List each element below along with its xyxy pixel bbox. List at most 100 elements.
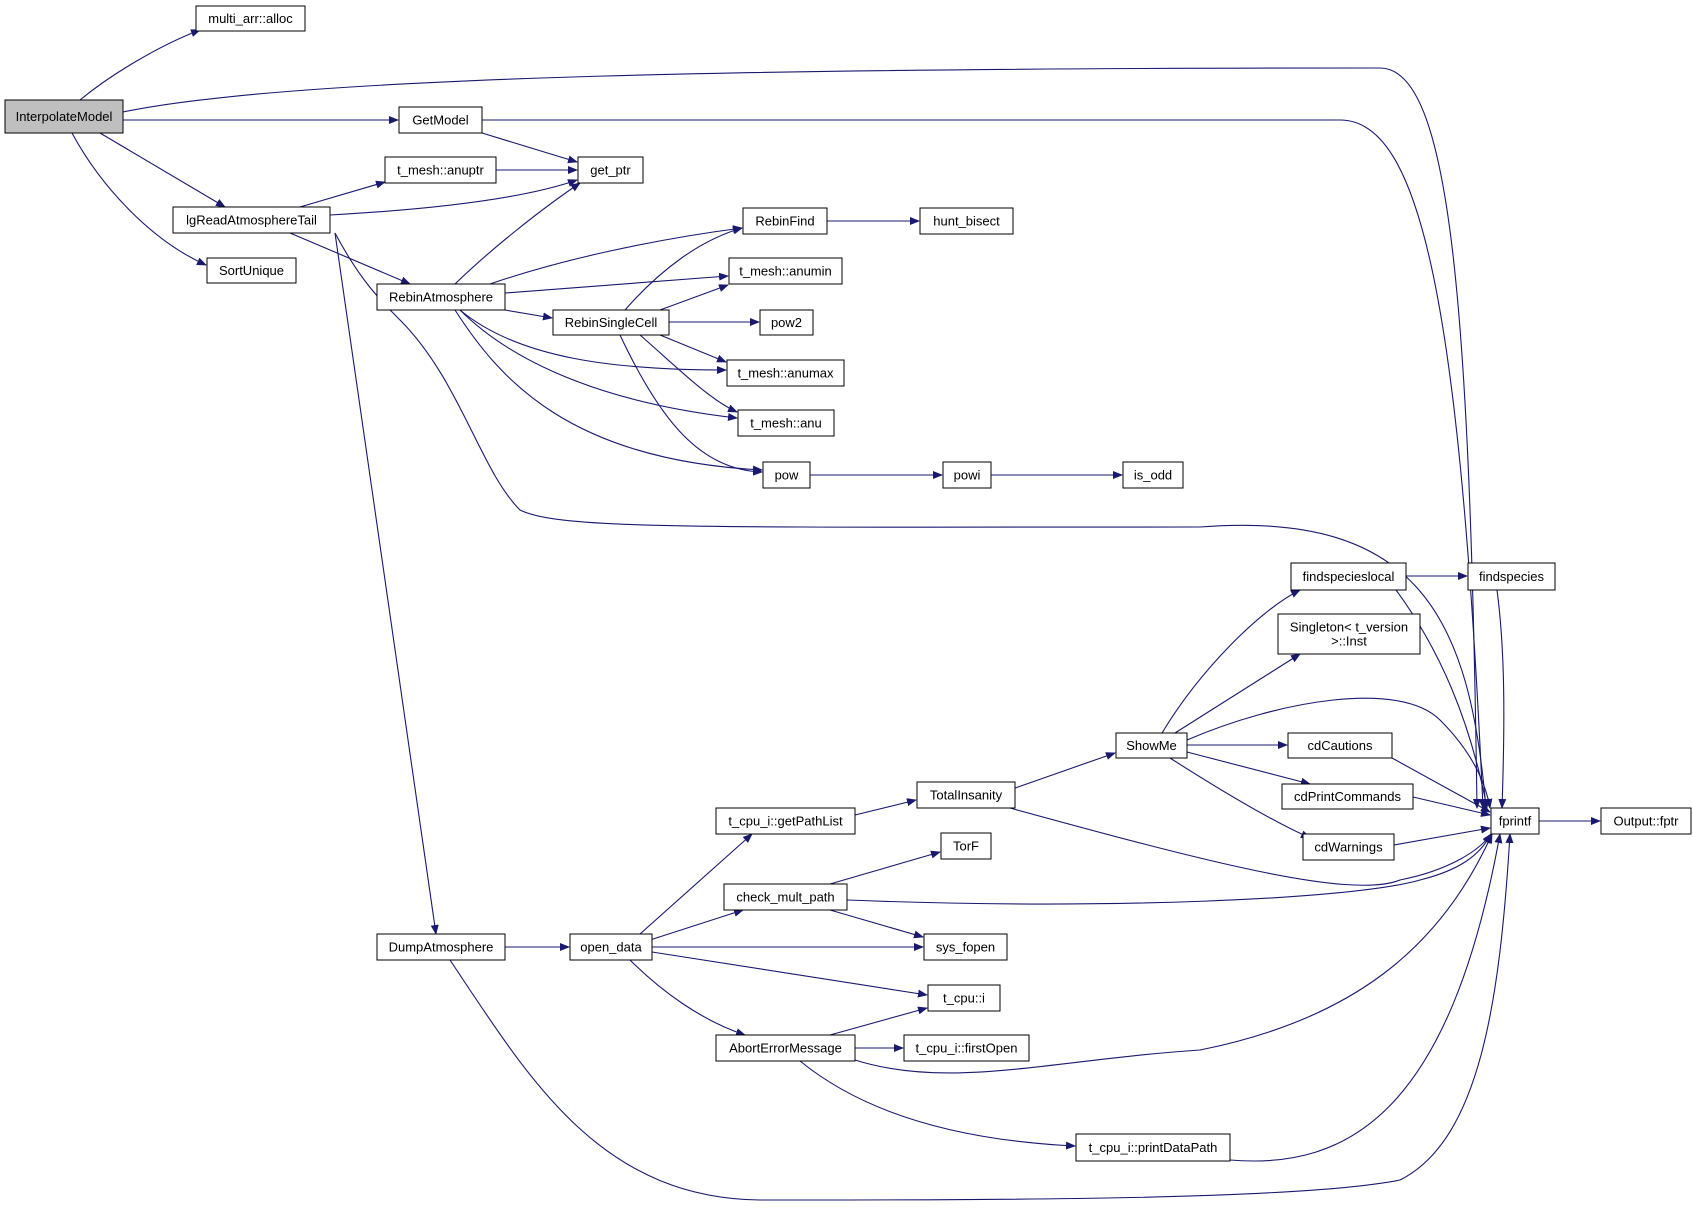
node-box [737,409,835,437]
node-label: pow [775,468,799,483]
node-box [916,781,1016,809]
node-box [552,309,670,336]
nodes-layer: InterpolateModel multi_arr::allocGetModel… [4,5,1692,1162]
edge-rebinatmosphere-to-rebinfind [489,225,743,285]
node-cdwarnings[interactable]: cdWarnings [1302,833,1395,861]
node-sortunique[interactable]: SortUnique [206,257,297,284]
node-box [195,5,306,32]
node-box [715,807,856,835]
node-box [742,207,828,235]
node-box [903,1034,1030,1062]
node-is-odd[interactable]: is_odd [1122,461,1184,489]
edge-showme-to-cdwarnings [1169,757,1311,839]
node-getmodel[interactable]: GetModel [398,106,483,134]
node-label: t_cpu_i::printDataPath [1089,1140,1218,1155]
node-box [726,359,845,387]
node-findspecies[interactable]: findspecies [1467,562,1556,591]
node-rebinsinglecell[interactable]: RebinSingleCell [552,309,670,336]
node-box [206,257,297,284]
node-label: t_mesh::anuptr [397,163,484,178]
node-box [942,461,992,489]
node-box [1281,783,1414,810]
node-get-ptr[interactable]: get_ptr [577,156,644,184]
node-label: powi [954,468,981,483]
node-totalinsanity[interactable]: TotalInsanity [916,781,1016,809]
node-fprintf[interactable]: fprintf [1490,807,1540,835]
edge-rebinatmosphere-to-pow [454,309,763,474]
edge-rebinatmosphere-to-t-mesh-anumax [459,309,727,374]
node-check-mult-path[interactable]: check_mult_path [723,883,848,911]
node-box [172,206,331,234]
node-label: DumpAtmosphere [389,940,494,955]
node-singleton-inst[interactable]: Singleton< t_version>::Inst [1277,613,1421,655]
node-powi[interactable]: powi [942,461,992,489]
node-label: RebinFind [755,214,814,229]
node-pow[interactable]: pow [762,461,811,489]
node-t-cpu-i-firstopen[interactable]: t_cpu_i::firstOpen [903,1034,1030,1062]
edge-showme-to-cdprintcommands [1186,751,1311,786]
node-box [927,984,1001,1012]
node-box [1467,562,1556,591]
node-label: is_odd [1134,468,1172,483]
node-box [1075,1133,1231,1162]
node-rebinfind[interactable]: RebinFind [742,207,828,235]
node-torf[interactable]: TorF [940,832,992,860]
node-label: lgReadAtmosphereTail [186,213,317,228]
node-label: SortUnique [219,263,284,278]
node-open-data[interactable]: open_data [569,933,653,961]
node-cdprintcommands[interactable]: cdPrintCommands [1281,783,1414,810]
node-label: findspecies [1479,569,1545,584]
node-output-fptr[interactable]: Output::fptr [1600,807,1692,835]
node-label: TotalInsanity [930,788,1003,803]
node-t-cpu-i-printdatapath[interactable]: t_cpu_i::printDataPath [1075,1133,1231,1162]
node-pow2[interactable]: pow2 [759,309,814,336]
node-rebinatmosphere[interactable]: RebinAtmosphere [376,283,506,311]
node-label: cdCautions [1307,738,1373,753]
node-label: open_data [580,940,642,955]
node-label: GetModel [412,113,468,128]
node-box [577,156,644,184]
node-t-cpu-i-getpathlist[interactable]: t_cpu_i::getPathList [715,807,856,835]
node-t-mesh-anumin[interactable]: t_mesh::anumin [728,257,843,285]
node-showme[interactable]: ShowMe [1115,732,1188,759]
edge-interpolatemodel-to-fprintf [122,67,1481,809]
node-dumpatmosphere[interactable]: DumpAtmosphere [376,933,506,961]
node-label: t_mesh::anu [750,416,822,431]
node-multi-arr-alloc[interactable]: multi_arr::alloc [195,5,306,32]
edge-interpolatemodel-to-multi-arr-alloc [79,29,201,101]
node-sys-fopen[interactable]: sys_fopen [923,933,1008,961]
node-box [759,309,814,336]
edge-lgreadatmospheretail-to-get-ptr [329,179,578,216]
node-t-mesh-anumax[interactable]: t_mesh::anumax [726,359,845,387]
node-box [376,933,506,961]
node-findspecieslocal[interactable]: findspecieslocal [1290,562,1407,591]
node-box [762,461,811,489]
node-label: pow2 [771,315,802,330]
node-cdcautions[interactable]: cdCautions [1287,732,1393,759]
edge-totalinsanity-to-showme [1014,752,1116,789]
edge-aborterrormessage-to-fprintf [854,833,1493,1074]
node-t-mesh-anuptr[interactable]: t_mesh::anuptr [384,156,497,184]
node-lgreadatmospheretail[interactable]: lgReadAtmosphereTail [172,206,331,234]
node-box [384,156,497,184]
node-label: t_cpu::i [943,991,985,1006]
node-box [723,883,848,911]
node-box [1490,807,1540,835]
node-box [940,832,992,860]
node-label: check_mult_path [736,890,834,905]
node-t-mesh-anu[interactable]: t_mesh::anu [737,409,835,437]
node-label: Output::fptr [1613,814,1679,829]
edge-check-mult-path-to-sys-fopen [829,909,924,939]
node-label: >::Inst [1331,634,1367,649]
node-hunt-bisect[interactable]: hunt_bisect [919,207,1014,235]
node-box [728,257,843,285]
node-interpolatemodel[interactable]: InterpolateModel [4,99,124,134]
node-aborterrormessage[interactable]: AbortErrorMessage [715,1034,856,1062]
node-box [1302,833,1395,861]
node-label: sys_fopen [936,940,995,955]
node-label: get_ptr [590,163,631,178]
edge-interpolatemodel-to-sortunique [71,132,207,266]
node-t-cpu-i[interactable]: t_cpu::i [927,984,1001,1012]
edge-getmodel-to-get-ptr [481,132,578,164]
edge-check-mult-path-to-fprintf [846,833,1492,905]
